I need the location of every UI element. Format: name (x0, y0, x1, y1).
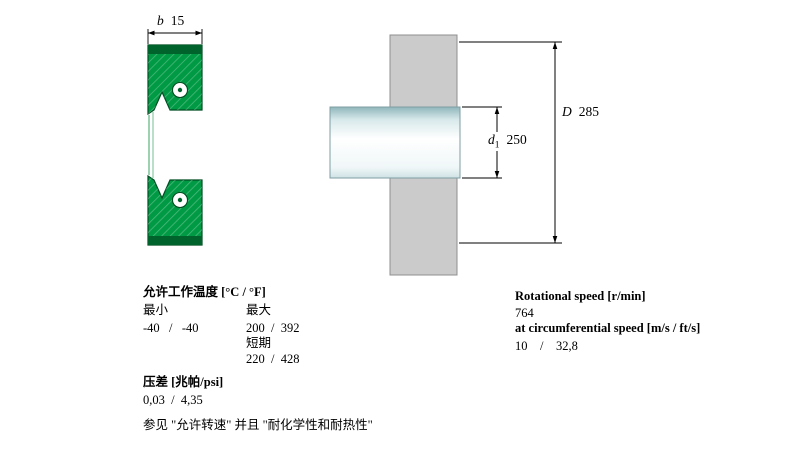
housing-bore-dimension-lines (459, 41, 562, 244)
dim-D-letter: D (562, 104, 572, 119)
circumferential-speed-title: at circumferential speed [m/s / ft/s] (515, 321, 701, 335)
temperature-title: 允许工作温度 [°C / °F] (143, 285, 266, 299)
arrow-left-icon (148, 30, 155, 36)
arrow-up-icon (552, 42, 558, 49)
dim-b-letter: b (157, 13, 164, 28)
shaft-section (329, 106, 461, 179)
pressure-values: 0,03 / 4,35 (143, 393, 203, 407)
arrow-right-icon (195, 30, 202, 36)
arrow-down-icon (552, 236, 558, 243)
dim-d1-value: 250 (506, 132, 527, 147)
see-also-note: 参见 "允许转速" 并且 "耐化学性和耐热性" (143, 418, 373, 432)
temperature-max-label: 最大 (246, 303, 272, 317)
seal-cross-section-drawing (147, 29, 203, 246)
dim-b-value: 15 (170, 13, 185, 28)
dimension-label-d1: d1 250 (486, 132, 529, 151)
arrow-up-icon (494, 107, 500, 114)
dim-d1-letter: d (488, 132, 495, 147)
pressure-title: 压差 [兆帕/psi] (143, 375, 224, 389)
garter-spring-top-center (177, 87, 183, 93)
seal-body-top-hatch (148, 45, 202, 114)
arrow-down-icon (494, 171, 500, 178)
temperature-short-term-label: 短期 (246, 336, 272, 350)
seal-case-bottom (148, 236, 202, 245)
dimension-label-D: D 285 (562, 104, 599, 120)
width-dimension-lines (147, 29, 203, 44)
rotational-speed-title: Rotational speed [r/min] (515, 289, 646, 303)
installation-drawing (329, 34, 562, 276)
dim-D-value: 285 (578, 104, 599, 119)
dim-d1-subscript: 1 (494, 140, 500, 151)
seal-body-bottom-hatch (148, 176, 202, 245)
rotational-speed-value: 764 (515, 306, 534, 320)
circumferential-speed-values: 10 / 32,8 (515, 339, 578, 353)
temperature-min-values: -40 / -40 (143, 321, 199, 335)
seal-case-top (148, 45, 202, 54)
garter-spring-bottom-center (177, 197, 183, 203)
temperature-max-values: 200 / 392 (246, 321, 300, 335)
dimension-label-b: b 15 (157, 13, 184, 29)
temperature-min-label: 最小 (143, 303, 169, 317)
temperature-short-term-values: 220 / 428 (246, 352, 300, 366)
